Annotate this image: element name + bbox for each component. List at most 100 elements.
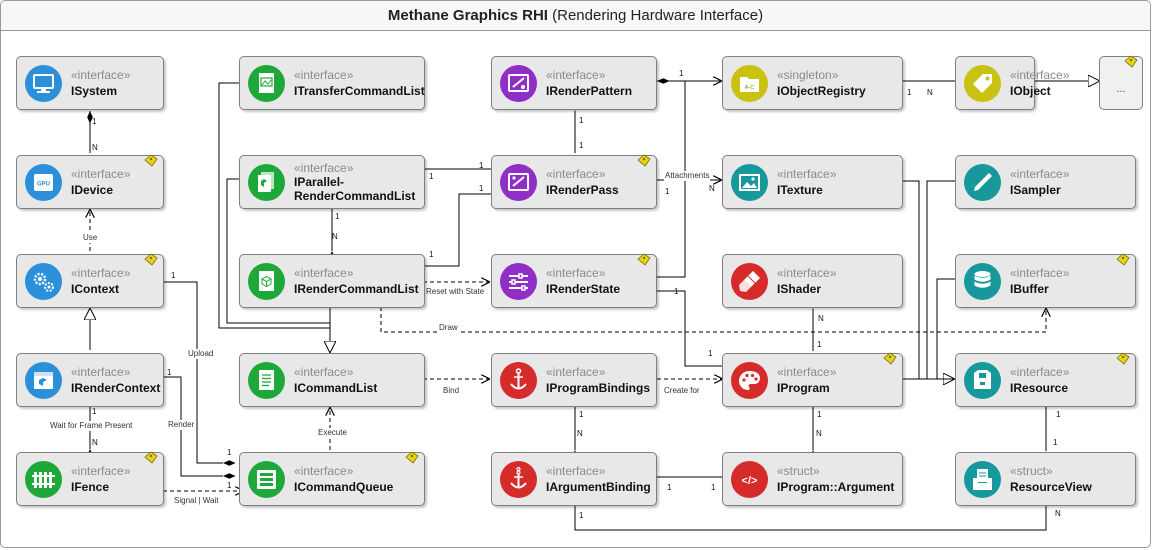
node-icommandlist[interactable]: «interface» ICommandList bbox=[239, 353, 425, 407]
node-name: IProgram bbox=[777, 381, 830, 395]
tag-icon bbox=[883, 352, 897, 365]
node-name: IObject bbox=[1010, 84, 1051, 98]
stereotype: «struct» bbox=[1010, 464, 1053, 478]
node-icommandqueue[interactable]: «interface» ICommandQueue bbox=[239, 451, 425, 506]
node-name: IBuffer bbox=[1010, 282, 1049, 296]
title-main: Methane Graphics RHI bbox=[387, 7, 548, 24]
mult-pass-pattern-1b: 1 bbox=[579, 141, 584, 150]
node-name: ResourceView bbox=[1010, 480, 1092, 494]
node-iprogramargument[interactable]: </> «struct» IProgram::Argument bbox=[722, 452, 903, 506]
mult-queue-1a: 1 bbox=[227, 448, 232, 457]
node-name: IRenderState bbox=[546, 282, 621, 296]
label-draw: Draw bbox=[438, 323, 459, 333]
stereotype: «interface» bbox=[546, 365, 606, 379]
node-irenderstate[interactable]: «interface» IRenderState bbox=[491, 253, 657, 308]
stereotype: «interface» bbox=[777, 365, 837, 379]
node-name: IProgram::Argument bbox=[777, 480, 895, 494]
node-name: IArgumentBinding bbox=[546, 480, 651, 494]
mult-resource-1b: 1 bbox=[1053, 438, 1058, 447]
node-irenderpass[interactable]: «interface» IRenderPass bbox=[491, 154, 657, 209]
anchor-icon bbox=[500, 362, 537, 399]
node-name: IParallel-RenderCommandList bbox=[294, 175, 415, 203]
node-irendercontext[interactable]: «interface» IRenderContext bbox=[16, 353, 164, 407]
cube-document-icon bbox=[248, 263, 285, 300]
node-name-line1: IParallel- bbox=[294, 175, 345, 189]
node-name: ICommandList bbox=[294, 381, 378, 395]
registry-letters: A-C bbox=[745, 85, 755, 91]
pipette-icon bbox=[964, 164, 1001, 201]
mult-pattern-1b: 1 bbox=[665, 187, 670, 196]
title-sub: (Rendering Hardware Interface) bbox=[552, 7, 764, 24]
stereotype: «interface» bbox=[546, 68, 606, 82]
node-iprogrambindings[interactable]: «interface» IProgramBindings bbox=[491, 353, 657, 407]
image-document-icon bbox=[248, 65, 285, 102]
node-iargumentbinding[interactable]: «interface» IArgumentBinding bbox=[491, 452, 657, 506]
mult-rcl-pass-1b: 1 bbox=[479, 184, 484, 193]
mult-argbinding-1: 1 bbox=[667, 483, 672, 492]
node-irenderpattern[interactable]: «interface» IRenderPattern bbox=[491, 56, 657, 110]
label-reset-state: Reset with State bbox=[425, 287, 486, 297]
window-icon bbox=[25, 362, 62, 399]
monitor-icon bbox=[25, 65, 62, 102]
stereotype: «interface» bbox=[1010, 167, 1070, 181]
mult-system-device-1: 1 bbox=[92, 117, 97, 126]
label-bind: Bind bbox=[442, 386, 461, 396]
gpu-text: GPU bbox=[37, 182, 50, 188]
edge-context-queue-upload bbox=[163, 281, 236, 466]
node-iobject[interactable]: «interface» IObject bbox=[955, 56, 1069, 110]
database-icon bbox=[964, 263, 1001, 300]
code-text: </> bbox=[742, 475, 758, 487]
node-name: ITransferCommandList bbox=[294, 84, 425, 98]
fence-icon bbox=[25, 461, 62, 498]
node-resourceview[interactable]: «struct» ResourceView bbox=[955, 452, 1136, 506]
mult-queue-1b: 1 bbox=[227, 481, 232, 490]
node-name: IRenderPass bbox=[546, 183, 619, 197]
mult-rc-fence-n: N bbox=[92, 438, 98, 447]
label-execute: Execute bbox=[317, 428, 348, 438]
stereotype: «struct» bbox=[777, 464, 820, 478]
node-idevice[interactable]: GPU «interface» IDevice bbox=[16, 154, 164, 209]
edge-renderstate-program bbox=[657, 290, 735, 369]
stereotype: «interface» bbox=[777, 266, 837, 280]
node-iobjectregistry[interactable]: A-C «singleton» IObjectRegistry bbox=[722, 56, 903, 110]
node-name: ITexture bbox=[777, 183, 823, 197]
node-ibuffer[interactable]: «interface» IBuffer bbox=[955, 253, 1136, 308]
paint-brush-icon bbox=[731, 263, 768, 300]
mult-progarg-1: 1 bbox=[711, 483, 716, 492]
node-ifence[interactable]: «interface» IFence bbox=[16, 451, 164, 506]
node-iresource[interactable]: «interface» IResource bbox=[955, 352, 1136, 407]
label-create-for: Create for bbox=[663, 386, 701, 396]
node-name: IResource bbox=[1010, 381, 1069, 395]
node-iparallelrendercommandlist[interactable]: «interface» IParallel-RenderCommandList bbox=[239, 155, 425, 209]
stereotype: «interface» bbox=[71, 68, 131, 82]
node-itransfercommandlist[interactable]: «interface» ITransferCommandList bbox=[239, 56, 425, 110]
mult-program-1: 1 bbox=[708, 349, 713, 358]
tag-icon bbox=[144, 451, 158, 464]
node-ishader[interactable]: «interface» IShader bbox=[722, 254, 903, 308]
node-name: IContext bbox=[71, 282, 119, 296]
node-itexture[interactable]: «interface» ITexture bbox=[722, 155, 903, 209]
stereotype: «interface» bbox=[71, 167, 131, 181]
folder-registry-icon: A-C bbox=[731, 65, 768, 102]
label-wait-frame: Wait for Frame Present bbox=[49, 421, 134, 431]
stereotype: «interface» bbox=[71, 464, 131, 478]
node-icontext[interactable]: «interface» IContext bbox=[16, 253, 164, 308]
tag-object-icon bbox=[964, 65, 1001, 102]
node-isampler[interactable]: «interface» ISampler bbox=[955, 155, 1136, 209]
edge-rendercl-renderpass bbox=[423, 191, 504, 267]
queue-stack-icon bbox=[248, 461, 285, 498]
gpu-icon: GPU bbox=[25, 164, 62, 201]
node-iprogram[interactable]: «interface» IProgram bbox=[722, 352, 903, 407]
palette-icon bbox=[731, 362, 768, 399]
list-document-icon bbox=[248, 362, 285, 399]
stereotype: «interface» bbox=[294, 161, 354, 175]
more-placeholder[interactable]: ... bbox=[1099, 55, 1143, 110]
edge-rendercl-buffer bbox=[380, 307, 1046, 333]
stereotype: «interface» bbox=[294, 365, 354, 379]
box-resource-icon bbox=[964, 362, 1001, 399]
stereotype: «interface» bbox=[71, 266, 131, 280]
label-attachments: Attachments bbox=[664, 171, 711, 181]
anchor-chain-icon bbox=[500, 461, 537, 498]
node-irendercommandlist[interactable]: «interface» IRenderCommandList bbox=[239, 254, 425, 308]
node-isystem[interactable]: «interface» ISystem bbox=[16, 56, 164, 110]
